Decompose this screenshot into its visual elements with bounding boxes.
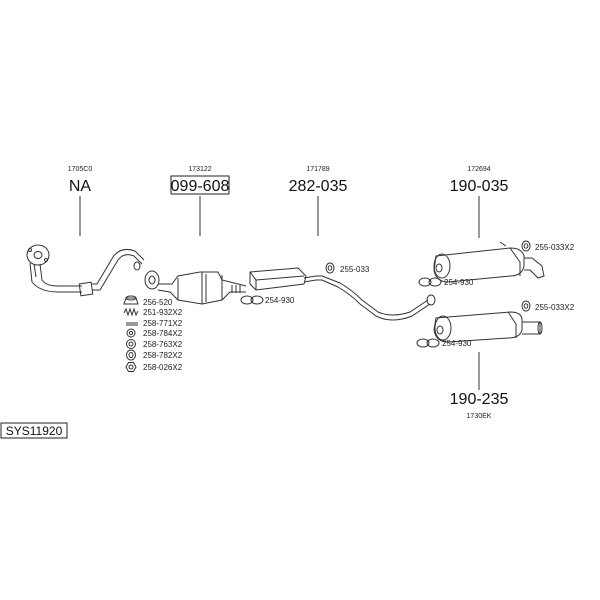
diagram-code: SYS11920 (6, 424, 63, 438)
part-099-608-label[interactable]: 099-608 (171, 178, 230, 195)
fitting-258-771x2-label[interactable]: 258-771X2 (143, 319, 183, 328)
diagram-code-box (0, 422, 68, 439)
ref-1730ek: 1730EK (467, 413, 492, 420)
nut-icon (126, 339, 136, 349)
ref-172694: 172694 (467, 166, 490, 173)
hanger-254-930-upper[interactable] (418, 277, 442, 287)
clamp-255-033x2-upper-label: 255-033X2 (535, 243, 575, 252)
catalytic-converter[interactable] (144, 270, 247, 305)
fitting-258-763x2-label[interactable]: 258-763X2 (143, 340, 183, 349)
fitting-251-932x2-label[interactable]: 251-932X2 (143, 308, 183, 317)
part-190-035-label[interactable]: 190-035 (450, 178, 509, 195)
ref-173122: 173122 (188, 166, 211, 173)
hanger-254-930-upper-label: 254-930 (444, 278, 474, 287)
fitting-258-782x2-label[interactable]: 258-782X2 (143, 351, 183, 360)
fitting-256-520-label[interactable]: 256-520 (143, 298, 173, 307)
middle-silencer-section[interactable] (249, 267, 436, 321)
fitting-256-520-icon (123, 295, 139, 305)
clamp-255-033-mid-label: 255-033 (340, 265, 370, 274)
clamp-255-033-mid[interactable] (325, 262, 335, 274)
ref-171789: 171789 (306, 166, 329, 173)
front-pipe[interactable] (26, 244, 145, 297)
hex-nut-icon (125, 362, 137, 372)
rear-silencer-lower[interactable] (433, 311, 543, 343)
part-na-label[interactable]: NA (69, 178, 92, 195)
hanger-254-930-lower[interactable] (416, 338, 440, 348)
hanger-254-930-cat-label: 254-930 (265, 296, 295, 305)
bolt-icon (126, 322, 138, 326)
fitting-258-784x2-label[interactable]: 258-784X2 (143, 329, 183, 338)
ref-1705c0: 1705C0 (68, 166, 93, 173)
part-282-035-label[interactable]: 282-035 (289, 178, 348, 195)
hanger-254-930-lower-label: 254-930 (442, 339, 472, 348)
fitting-258-026x2-label[interactable]: 258-026X2 (143, 363, 183, 372)
hanger-254-930-cat[interactable] (240, 295, 264, 305)
lock-nut-icon (126, 349, 136, 361)
clamp-255-033x2-upper[interactable] (521, 240, 531, 252)
part-190-235-label[interactable]: 190-235 (450, 391, 509, 408)
clamp-255-033x2-lower-label: 255-033X2 (535, 303, 575, 312)
spring-icon (123, 307, 139, 317)
washer-icon (126, 328, 136, 338)
clamp-255-033x2-lower[interactable] (521, 300, 531, 312)
part-099-608-highlight-box (170, 175, 230, 195)
